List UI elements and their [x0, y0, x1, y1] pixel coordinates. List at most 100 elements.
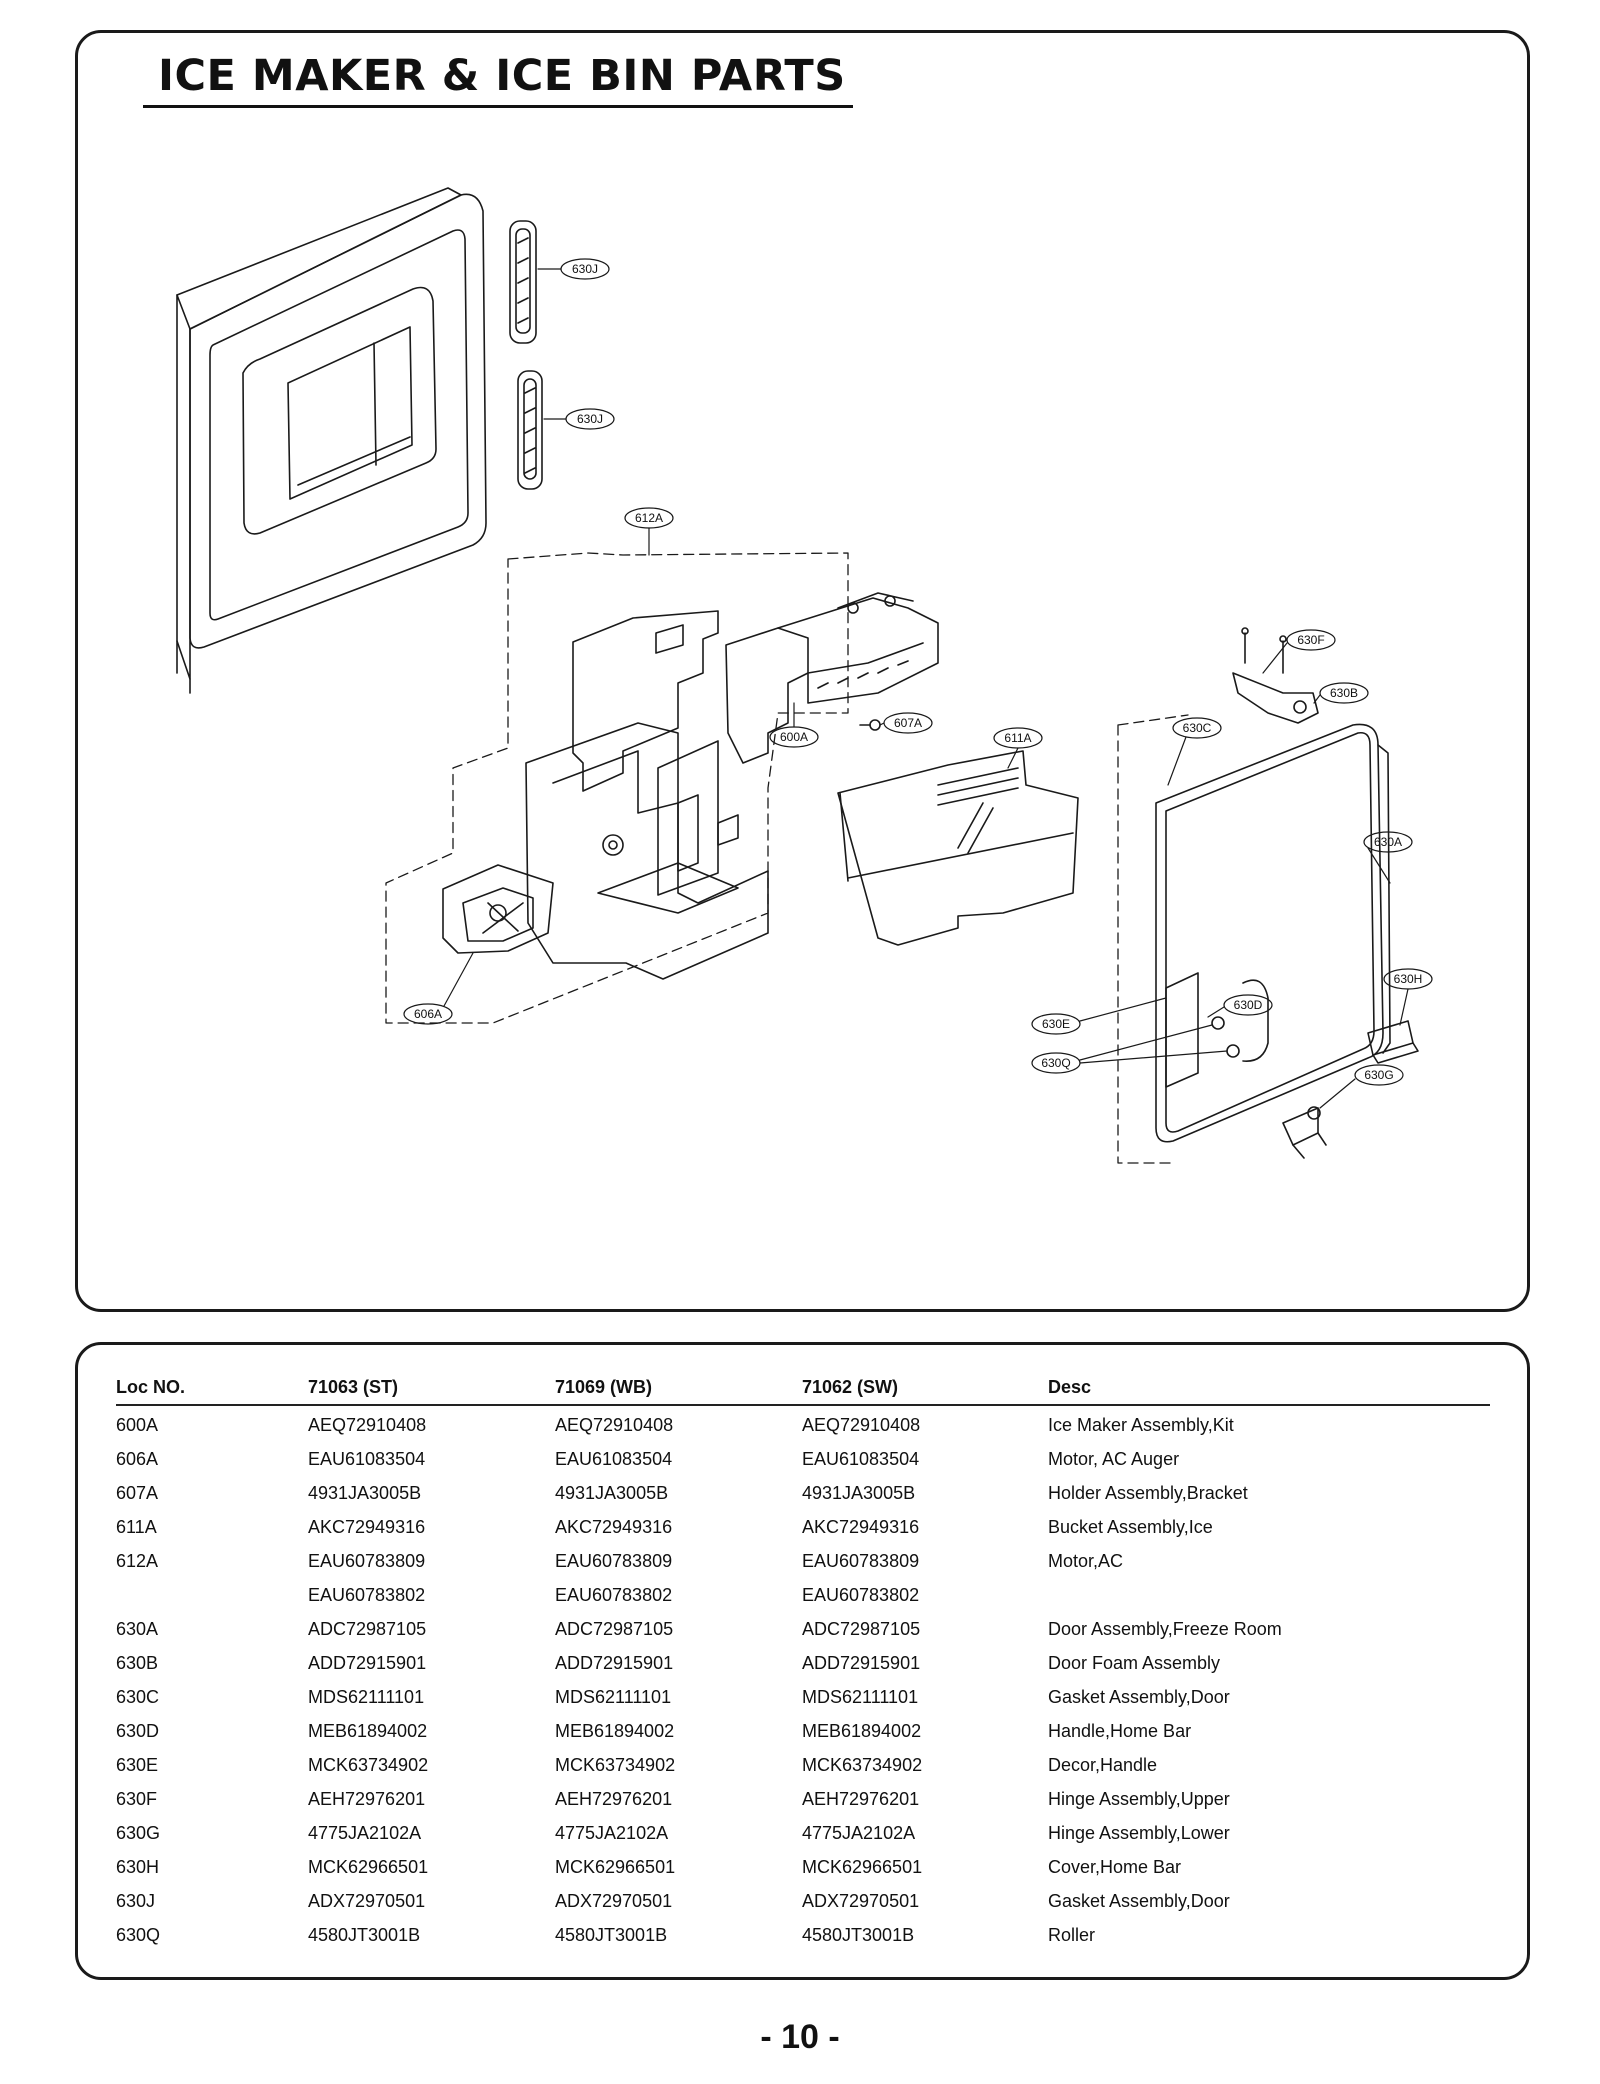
- cell-71063-st: ADC72987105: [308, 1618, 427, 1639]
- cell-desc: Motor, AC Auger: [1048, 1448, 1180, 1469]
- cell-71063-st: MDS62111101: [308, 1686, 425, 1707]
- callout-label: 630J: [577, 412, 603, 426]
- header-71063-st: 71063 (ST): [308, 1377, 555, 1406]
- cell-71063-st: 4580JT3001B: [308, 1924, 421, 1945]
- callout-label: 612A: [635, 511, 663, 525]
- callout-606a: [403, 1003, 453, 1025]
- callout-label: 630D: [1234, 998, 1263, 1012]
- table-row: 630J ADX72970501 ADX72970501 ADX72970501 Gas…: [116, 1884, 1490, 1918]
- cell-71063-st: MCK63734902: [308, 1754, 429, 1775]
- gasket-630j-upper-illustration: [509, 220, 537, 344]
- callout-label: 630F: [1297, 633, 1324, 647]
- cell-desc: Hinge Assembly,Lower: [1048, 1822, 1230, 1843]
- cell-loc-no: 630F: [116, 1788, 158, 1809]
- parts-table-panel: Loc NO. 71063 (ST) 71069 (WB) 71062 (SW)…: [75, 1342, 1530, 1980]
- freezer-door-630a-illustration: [1155, 723, 1391, 1143]
- header-loc-no: Loc NO.: [116, 1377, 308, 1406]
- cell-loc-no: 607A: [116, 1482, 159, 1503]
- callout-630a: [1363, 831, 1413, 853]
- cell-desc: Door Foam Assembly: [1048, 1652, 1221, 1673]
- cell-71063-st: AKC72949316: [308, 1516, 426, 1537]
- cell-loc-no: 630B: [116, 1652, 159, 1673]
- cell-desc: Cover,Home Bar: [1048, 1856, 1182, 1877]
- freezer-door-frame-illustration: [176, 187, 487, 694]
- cell-loc-no: [116, 1578, 308, 1612]
- callout-label: 600A: [780, 730, 808, 744]
- cell-desc: Bucket Assembly,Ice: [1048, 1516, 1213, 1537]
- cell-71062-sw: ADD72915901: [802, 1652, 921, 1673]
- callout-630b: [1319, 682, 1369, 704]
- callout-label: 630E: [1042, 1017, 1070, 1031]
- cell-desc: Gasket Assembly,Door: [1048, 1890, 1230, 1911]
- header-desc: Desc: [1048, 1377, 1490, 1406]
- cell-71069-wb: AKC72949316: [555, 1516, 673, 1537]
- cell-71063-st: EAU60783809: [308, 1550, 426, 1571]
- cell-71063-st: AEH72976201: [308, 1788, 426, 1809]
- cell-71063-st: ADX72970501: [308, 1890, 426, 1911]
- ice-bucket-illustration: [837, 750, 1079, 946]
- lower-hinge-illustration: [1282, 1106, 1327, 1159]
- cell-loc-no: 630A: [116, 1618, 159, 1639]
- cell-71069-wb: MCK62966501: [555, 1856, 676, 1877]
- callout-label: 630H: [1394, 972, 1423, 986]
- cell-loc-no: 612A: [116, 1550, 159, 1571]
- cell-desc: Door Assembly,Freeze Room: [1048, 1618, 1282, 1639]
- cell-71063-st: AEQ72910408: [308, 1414, 427, 1435]
- callout-label: 630A: [1374, 835, 1402, 849]
- callout-630f: [1286, 629, 1336, 651]
- cell-71062-sw: MEB61894002: [802, 1720, 922, 1741]
- cell-71062-sw: ADX72970501: [802, 1890, 920, 1911]
- diagram-panel: ICE MAKER & ICE BIN PARTS: [75, 30, 1530, 1312]
- callout-630e: [1031, 1013, 1081, 1035]
- cell-71062-sw: AKC72949316: [802, 1516, 920, 1537]
- cell-71063-st: 4775JA2102A: [308, 1822, 422, 1843]
- parts-table: Loc NO. 71063 (ST) 71069 (WB) 71062 (SW)…: [116, 1377, 1490, 1952]
- cell-desc: Handle,Home Bar: [1048, 1720, 1192, 1741]
- cell-71063-st: MCK62966501: [308, 1856, 429, 1877]
- cell-71069-wb: ADC72987105: [555, 1618, 674, 1639]
- cell-loc-no: 630J: [116, 1890, 156, 1911]
- cell-loc-no: 611A: [116, 1516, 157, 1537]
- cell-71069-wb: 4931JA3005B: [555, 1482, 669, 1503]
- cell-loc-no: 630G: [116, 1822, 161, 1843]
- callout-label: 630B: [1330, 686, 1358, 700]
- holder-bracket-607a-illustration: [859, 719, 881, 731]
- cell-71062-sw: 4775JA2102A: [802, 1822, 916, 1843]
- cell-71069-wb: MCK63734902: [555, 1754, 676, 1775]
- cell-loc-no: 630C: [116, 1686, 160, 1707]
- cell-loc-no: 630E: [116, 1754, 159, 1775]
- cell-71069-wb: ADX72970501: [555, 1890, 673, 1911]
- callout-label: 630J: [572, 262, 598, 276]
- cell-desc: Gasket Assembly,Door: [1048, 1686, 1230, 1707]
- cell-71069-wb: AEQ72910408: [555, 1414, 674, 1435]
- cell-71069-wb: MDS62111101: [555, 1686, 672, 1707]
- cell-desc: Decor,Handle: [1048, 1754, 1158, 1775]
- exploded-parts-diagram: 630J 630J 612A 600A 607A 606A 611A 630F: [176, 187, 1433, 1164]
- group-630c-dashed-outline: [1117, 714, 1189, 1164]
- cell-desc: Holder Assembly,Bracket: [1048, 1482, 1248, 1503]
- header-71062-sw: 71062 (SW): [802, 1377, 1048, 1406]
- cell-71062-sw: EAU60783802: [802, 1584, 920, 1605]
- callout-630d: [1223, 994, 1273, 1016]
- cell-loc-no: 600A: [116, 1414, 159, 1435]
- cell-71063-st: 4931JA3005B: [308, 1482, 422, 1503]
- callout-630c: [1172, 717, 1222, 739]
- upper-hinge-illustration: [1232, 627, 1319, 724]
- callout-label: 606A: [414, 1007, 442, 1021]
- callout-label: 611A: [1004, 731, 1031, 745]
- callout-label: 630Q: [1041, 1056, 1070, 1070]
- cell-71062-sw: 4580JT3001B: [802, 1924, 915, 1945]
- page-title: ICE MAKER & ICE BIN PARTS: [158, 51, 846, 101]
- group-612a-dashed-outline: [385, 552, 849, 1024]
- cell-loc-no: 630Q: [116, 1924, 161, 1945]
- cell-71063-st: MEB61894002: [308, 1720, 428, 1741]
